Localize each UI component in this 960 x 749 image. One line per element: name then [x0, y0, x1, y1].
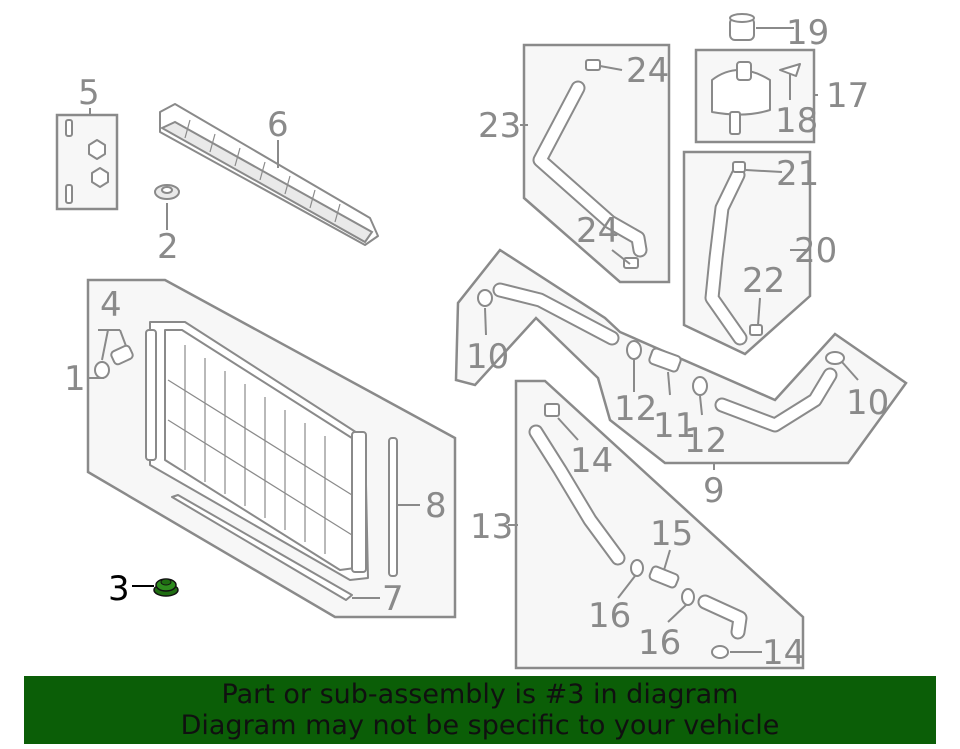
callout-12-left: 12 — [614, 389, 657, 429]
callout-21: 21 — [776, 154, 819, 194]
part-13-lower-hose — [528, 424, 748, 640]
callout-8: 8 — [425, 486, 447, 526]
callout-9: 9 — [703, 471, 725, 511]
part-24-clamp-lower — [623, 257, 639, 269]
callout-19: 19 — [786, 13, 829, 53]
callout-16-left: 16 — [588, 596, 631, 636]
part-5-fasteners — [65, 119, 109, 204]
callout-14-lower: 14 — [762, 633, 805, 673]
part-8-seal — [388, 437, 398, 577]
callout-13: 13 — [470, 507, 513, 547]
part-9-upper-hose — [492, 282, 838, 433]
part-21-clamp — [732, 161, 746, 173]
callout-10-left: 10 — [466, 337, 509, 377]
part-16-clamp-right — [681, 588, 695, 606]
part-14-clamp-upper — [544, 403, 560, 417]
callout-11: 11 — [653, 406, 696, 446]
banner-line-2: Diagram may not be specific to your vehi… — [180, 710, 780, 741]
part-22-clamp — [749, 324, 763, 336]
info-banner: Part or sub-assembly is #3 in diagram Di… — [24, 676, 936, 744]
callout-17: 17 — [826, 76, 869, 116]
part-12-clamp-right — [692, 376, 708, 396]
leader-lines — [88, 27, 859, 653]
callout-7: 7 — [382, 579, 404, 619]
part-6-air-guide — [159, 103, 379, 246]
panel-hose-23 — [522, 43, 671, 284]
callout-22: 22 — [742, 261, 785, 301]
callout-10-right: 10 — [846, 383, 889, 423]
callout-23: 23 — [478, 106, 521, 146]
callout-3: 3 — [108, 569, 130, 609]
callout-16-right: 16 — [638, 623, 681, 663]
part-23-hose — [532, 80, 648, 258]
part-10-clamp-right — [825, 351, 845, 365]
callout-6: 6 — [267, 105, 289, 145]
part-17-reservoir — [711, 61, 771, 135]
part-12-clamp-left — [626, 340, 642, 360]
part-18-bracket — [779, 63, 801, 77]
part-7-seal — [171, 494, 353, 601]
callout-4: 4 — [100, 285, 122, 325]
callout-15: 15 — [650, 514, 693, 554]
part-1-radiator — [145, 321, 369, 581]
part-10-clamp-left — [477, 289, 493, 307]
callout-18: 18 — [775, 101, 818, 141]
callout-labels: 1 2 3 4 5 6 7 8 9 10 10 11 12 12 13 14 1… — [64, 13, 889, 673]
callout-14-upper: 14 — [570, 441, 613, 481]
callout-24-lower: 24 — [576, 211, 619, 251]
panel-hose-13 — [514, 379, 805, 670]
part-14-clamp-lower — [711, 645, 729, 659]
callout-5: 5 — [78, 73, 100, 113]
part-2-grommet — [154, 184, 180, 200]
part-20-hose — [704, 167, 748, 346]
callout-20: 20 — [794, 231, 837, 271]
callout-1: 1 — [64, 359, 86, 399]
part-19-cap — [729, 13, 755, 41]
callout-2: 2 — [157, 227, 179, 267]
part-11-connector — [648, 347, 682, 373]
callout-12-right: 12 — [684, 421, 727, 461]
part-24-clamp-upper — [585, 59, 601, 71]
callout-24-upper: 24 — [626, 51, 669, 91]
banner-line-1: Part or sub-assembly is #3 in diagram — [221, 679, 739, 710]
part-3-highlighted — [153, 578, 179, 597]
part-16-clamp-left — [630, 559, 644, 577]
part-15-connector — [648, 565, 680, 589]
